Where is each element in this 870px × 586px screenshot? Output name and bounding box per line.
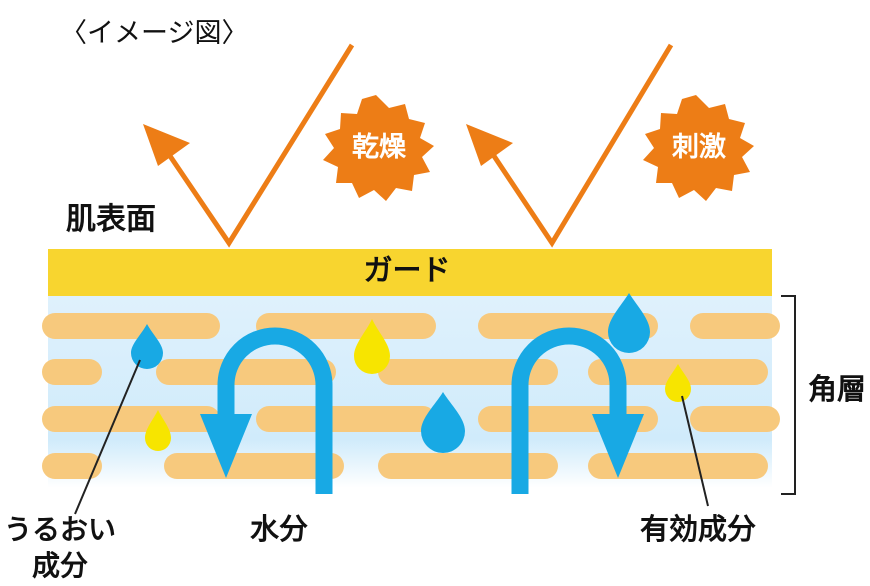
cell	[42, 406, 220, 432]
cell	[256, 406, 436, 432]
water-label: 水分	[250, 512, 309, 546]
arrowhead-left	[143, 124, 190, 166]
cell	[42, 359, 102, 385]
cell	[42, 453, 102, 479]
burst-irritation	[643, 95, 754, 201]
cell	[378, 453, 558, 479]
active-droplet	[354, 319, 390, 374]
water-droplet	[608, 293, 650, 353]
cell	[256, 313, 436, 339]
leader-line-moisturizing	[74, 359, 141, 515]
arrowhead-right	[466, 124, 513, 166]
water-arrowhead-right	[592, 414, 644, 478]
active-droplet	[665, 364, 691, 402]
water-droplet	[131, 324, 163, 369]
burst-dryness	[323, 95, 434, 201]
burst-label-irritation: 刺激	[672, 132, 726, 163]
moisturizing-label-line2: 成分	[31, 549, 88, 582]
reflection-arrow-irritation	[489, 43, 674, 248]
reflection-arrows	[165, 43, 674, 248]
guard-label-row: ガード	[0, 256, 870, 285]
cell	[42, 313, 220, 339]
moisturizing-label-line1: うるおい	[3, 513, 116, 546]
cell	[690, 406, 780, 432]
cell	[690, 313, 780, 339]
active-ingredient-label: 有効成分	[640, 512, 757, 546]
burst-label-dryness: 乾燥	[352, 132, 406, 163]
reflection-arrow-dryness	[165, 43, 355, 248]
cell	[588, 453, 768, 479]
skin-surface-label: 肌表面	[66, 202, 156, 237]
water-flow-arrows	[217, 327, 627, 494]
stratum-bracket	[781, 295, 796, 495]
water-arrowhead-left	[200, 414, 252, 478]
caption: 〈イメージ図〉	[60, 18, 249, 49]
water-arrow-right	[511, 327, 627, 494]
guard-label: ガード	[363, 253, 451, 287]
water-droplet	[421, 392, 465, 453]
guard-band	[48, 249, 772, 296]
moisturizing-component-label: うるおい 成分	[0, 512, 120, 584]
stratum-corneum-label: 角層	[808, 372, 867, 406]
water-arrow-left	[217, 327, 333, 494]
active-droplet	[145, 410, 171, 451]
leader-line-active	[681, 395, 709, 507]
cell	[164, 453, 344, 479]
cell	[156, 359, 336, 385]
